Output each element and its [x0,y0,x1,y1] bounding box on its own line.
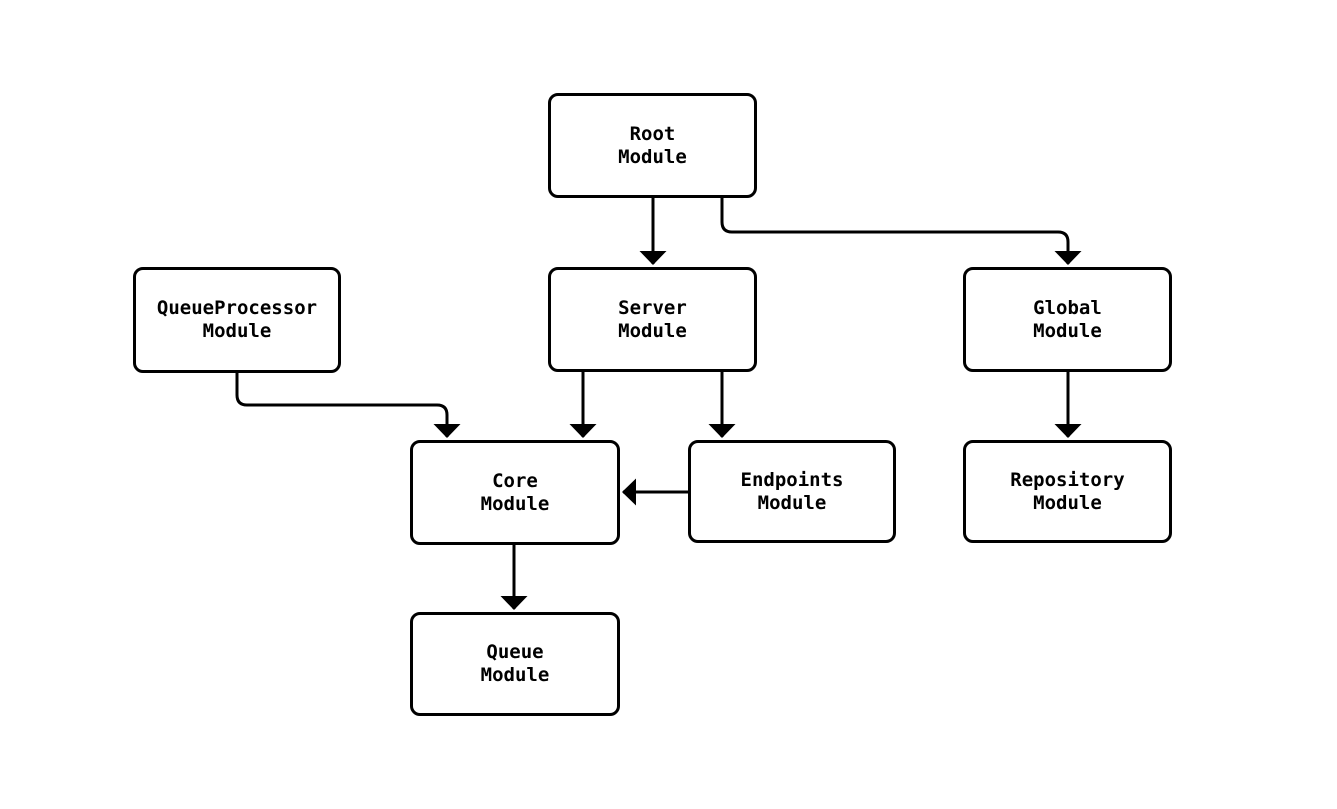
edge-root-global [720,198,1082,265]
node-repository-module-line1: Repository [1010,468,1125,491]
node-endpoints-module-line2: Module [757,491,827,514]
node-endpoints-module: Endpoints Module [688,440,896,543]
node-core-module: Core Module [410,440,620,545]
node-queueprocessor-module-line2: Module [202,320,272,342]
node-root-module-line1: Root [629,122,676,145]
node-queueprocessor-module: QueueProcessor Module [133,267,341,373]
node-root-module: Root Module [548,93,757,198]
node-queue-module: Queue Module [410,612,620,716]
node-queue-module-line1: Queue [486,641,544,663]
node-endpoints-module-line1: Endpoints [740,468,844,491]
node-repository-module: Repository Module [963,440,1172,543]
node-global-module: Global Module [963,267,1172,372]
node-repository-module-line2: Module [1033,491,1102,514]
node-server-module: Server Module [548,267,757,372]
node-server-module-line1: Server [618,296,687,319]
node-root-module-line2: Module [618,145,687,168]
node-queueprocessor-module-line1: QueueProcessor [156,297,318,319]
node-global-module-line1: Global [1033,296,1102,319]
node-queue-module-line2: Module [480,664,550,686]
node-global-module-line2: Module [1033,319,1102,342]
edge-queueprocessor-core [235,373,461,438]
node-core-module-line2: Module [480,492,550,515]
node-server-module-line2: Module [618,319,687,342]
node-core-module-line1: Core [492,469,538,492]
